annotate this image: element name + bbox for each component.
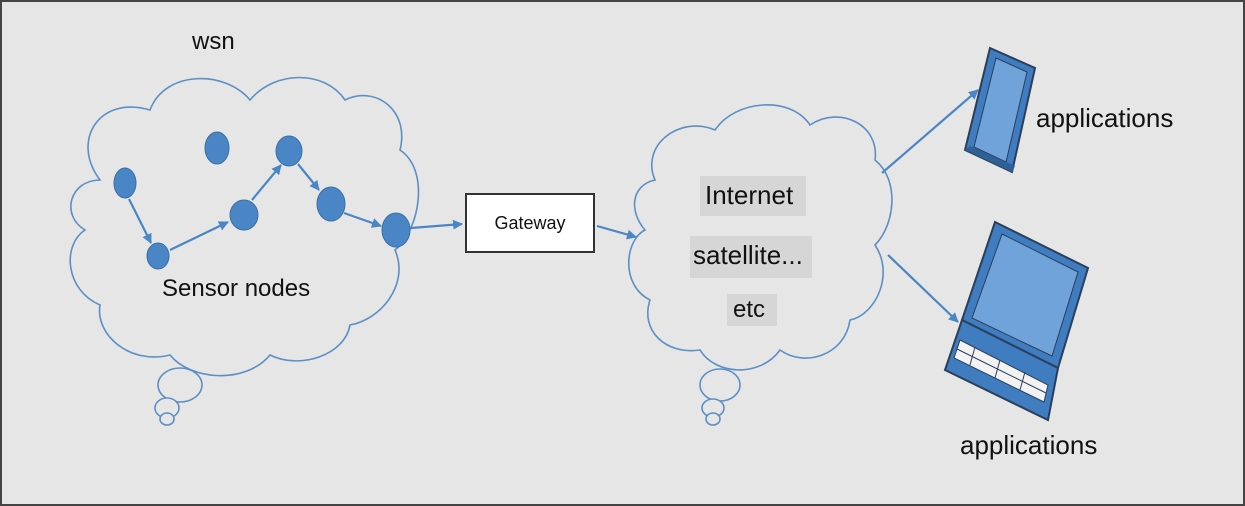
node-arrow: [169, 221, 229, 251]
node-arrow: [297, 163, 320, 191]
sensor-node: [275, 135, 303, 167]
node-to-gateway-arrow: [410, 219, 463, 230]
sensor-nodes-label: Sensor nodes: [162, 275, 311, 302]
laptop-icon: [943, 220, 1090, 422]
sensor-node: [113, 167, 137, 199]
gateway-to-cloud-arrow: [596, 224, 637, 240]
etc-label: etc: [733, 296, 766, 323]
node-arrow: [343, 211, 382, 228]
internet-label-highlight: [700, 176, 806, 216]
gateway-box: Gateway: [465, 193, 595, 253]
internet-label: Internet: [705, 180, 794, 210]
sensor-node: [146, 242, 170, 270]
sensor-node: [229, 199, 259, 231]
node-arrow: [128, 198, 152, 244]
node-arrows: [128, 89, 979, 323]
satellite-label-highlight: [690, 236, 812, 278]
cloud-to-laptop-arrow: [887, 254, 959, 323]
etc-label-highlight: [727, 294, 777, 326]
sensor-node-group: [113, 131, 411, 270]
tablet-icon: [963, 46, 1037, 174]
applications-top-label: applications: [1036, 103, 1174, 133]
satellite-label: satellite...: [693, 240, 803, 270]
sensor-node: [204, 131, 230, 165]
applications-bottom-label: applications: [960, 430, 1098, 460]
sensor-node: [381, 212, 411, 248]
node-arrow: [251, 164, 282, 201]
gateway-label: Gateway: [494, 212, 566, 233]
sensor-node: [316, 186, 346, 222]
cloud-to-tablet-arrow: [881, 89, 979, 174]
wsn-label: wsn: [192, 28, 235, 55]
